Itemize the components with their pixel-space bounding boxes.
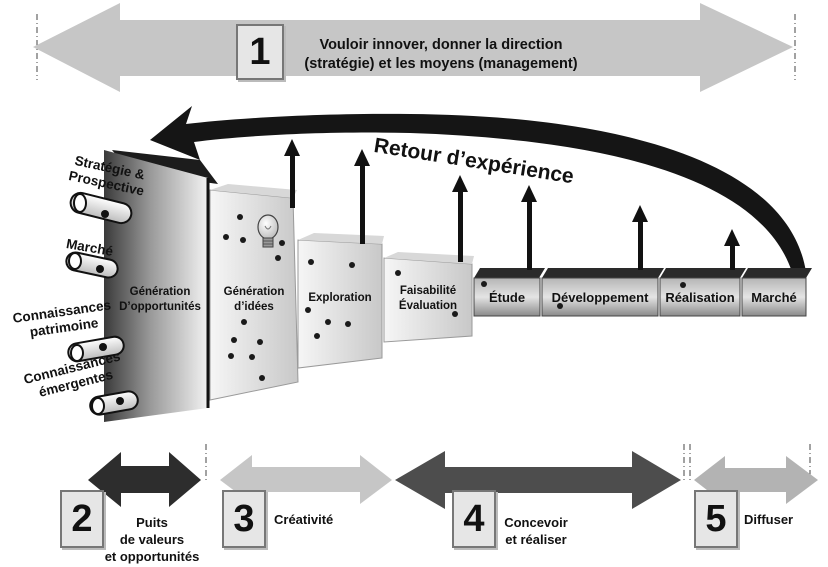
phase-3-number-box: 3	[222, 490, 266, 548]
stage-label-feasibility: Faisabilité Évaluation	[398, 285, 458, 312]
strategy-number: 1	[249, 30, 271, 73]
phase-3-label: Créativité	[274, 512, 334, 527]
stage-boxes	[473, 268, 812, 317]
lightbulb-icon	[257, 214, 279, 248]
phase-5-number: 5	[705, 497, 727, 540]
stage-label-exploration: Exploration	[308, 292, 372, 304]
phase-2-number-box: 2	[60, 490, 104, 548]
phase-4-arrow	[395, 451, 681, 509]
strategy-text: Vouloir innover, donner la direction (st…	[304, 37, 578, 72]
phase-4-number-box: 4	[452, 490, 496, 548]
idea-dots	[223, 214, 686, 381]
phase-2-label: Puits de valeurs et opportunités	[104, 515, 200, 564]
strategy-double-arrow	[33, 3, 793, 92]
source-tubes	[65, 191, 139, 416]
feasibility-block	[383, 257, 473, 343]
phase-2-number: 2	[71, 497, 93, 540]
phase-4-number: 4	[463, 497, 485, 540]
phase-4-label: Concevoir et réaliser	[504, 515, 568, 547]
feedback-arrow	[150, 106, 806, 272]
stage-label-market: Marché	[751, 290, 797, 305]
phase-3-number: 3	[233, 497, 255, 540]
stage-label-idea-generation: Génération d’idées	[223, 286, 285, 313]
upward-arrows	[284, 139, 740, 270]
phase-5-label: Diffuser	[744, 512, 794, 527]
strategy-number-box: 1	[236, 24, 284, 80]
stage-label-opportunity-generation: Génération D’opportunités	[119, 286, 201, 313]
phase-5-number-box: 5	[694, 490, 738, 548]
stage-label-realisation: Réalisation	[665, 290, 735, 305]
stage-label-study: Étude	[488, 290, 526, 305]
phase-2-arrow	[88, 452, 201, 507]
stage-label-development: Développement	[551, 290, 649, 305]
